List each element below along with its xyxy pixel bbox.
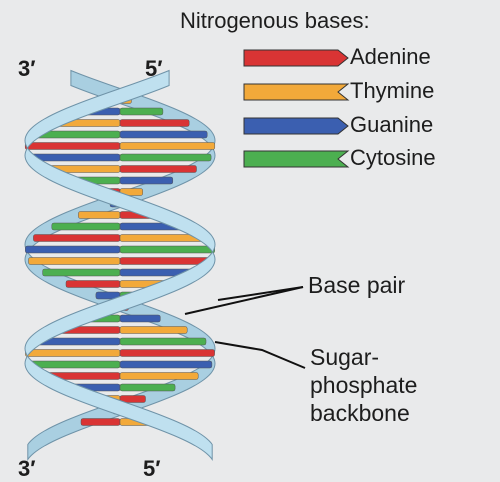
- base-half: [120, 166, 197, 173]
- base-half: [25, 246, 120, 253]
- strand-end-bottom-right: 5′: [143, 456, 161, 482]
- base-half: [25, 350, 120, 357]
- backbone-pointer: [215, 342, 305, 368]
- base-half: [81, 419, 120, 426]
- base-pair-pointer: [185, 287, 303, 314]
- legend-swatch-thymine: [244, 84, 348, 100]
- legend-label-thymine: Thymine: [350, 78, 434, 104]
- legend-swatch-guanine: [244, 118, 348, 134]
- base-half: [120, 120, 189, 127]
- base-half: [52, 223, 120, 230]
- legend-label-cytosine: Cytosine: [350, 145, 436, 171]
- legend-title: Nitrogenous bases:: [180, 8, 370, 34]
- legend-swatch-adenine: [244, 50, 348, 66]
- base-half: [120, 108, 163, 115]
- base-half: [120, 384, 175, 391]
- base-half: [120, 246, 215, 253]
- legend-label-adenine: Adenine: [350, 44, 431, 70]
- legend-label-guanine: Guanine: [350, 112, 433, 138]
- strand-end-top-left: 3′: [18, 56, 36, 82]
- backbone-label-line1: Sugar-: [310, 344, 379, 371]
- base-half: [120, 350, 215, 357]
- strand-end-top-right: 5′: [145, 56, 163, 82]
- base-half: [120, 327, 187, 334]
- base-half: [78, 212, 120, 219]
- base-pair-label: Base pair: [308, 272, 405, 299]
- base-half: [120, 131, 207, 138]
- base-half: [66, 281, 120, 288]
- strand-end-bottom-left: 3′: [18, 456, 36, 482]
- base-half: [43, 269, 120, 276]
- base-half: [120, 177, 173, 184]
- base-half: [120, 258, 212, 265]
- backbone-label-line2: phosphate: [310, 372, 417, 399]
- base-half: [29, 154, 120, 161]
- legend-swatch-cytosine: [244, 151, 348, 167]
- base-half: [25, 143, 120, 150]
- base-half: [120, 315, 160, 322]
- base-half: [120, 143, 215, 150]
- base-half: [28, 361, 120, 368]
- backbone-label-line3: backbone: [310, 400, 410, 427]
- base-half: [120, 361, 212, 368]
- base-half: [29, 258, 121, 265]
- base-half: [120, 154, 211, 161]
- base-half: [33, 235, 120, 242]
- base-half: [120, 373, 198, 380]
- base-half: [120, 338, 206, 345]
